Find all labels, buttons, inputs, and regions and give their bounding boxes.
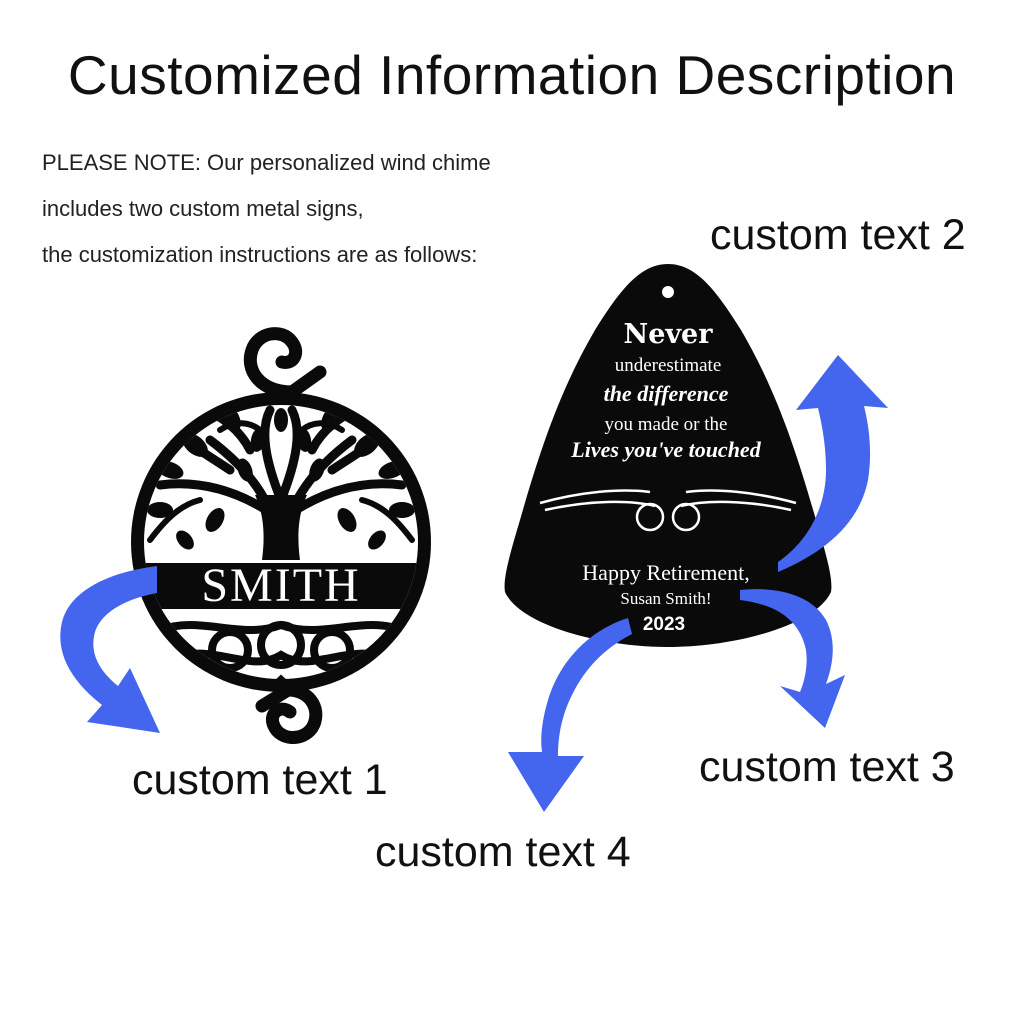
custom-text-3-label: custom text 3 bbox=[699, 743, 955, 791]
custom-text-1-label: custom text 1 bbox=[132, 756, 388, 804]
arrows bbox=[60, 355, 888, 812]
note-line-1: PLEASE NOTE: Our personalized wind chime bbox=[42, 150, 491, 175]
round-metal-sign: SMITH bbox=[131, 327, 431, 744]
note-line-2: includes two custom metal signs, bbox=[42, 196, 364, 221]
arrow-3 bbox=[740, 589, 845, 728]
custom-text-2-label: custom text 2 bbox=[710, 211, 966, 259]
top-hook bbox=[243, 327, 303, 399]
custom-text-4-label: custom text 4 bbox=[375, 828, 631, 876]
bell-line-2: underestimate bbox=[615, 355, 722, 376]
bell-line-4: you made or the bbox=[605, 414, 728, 435]
bell-line-8: 2023 bbox=[643, 614, 685, 635]
bell-metal-sign: Never underestimate the difference you m… bbox=[504, 264, 832, 647]
arrow-2 bbox=[778, 355, 888, 572]
sign-name-text: SMITH bbox=[201, 559, 360, 612]
flourish-ornament bbox=[539, 489, 797, 532]
bell-line-1: Never bbox=[624, 319, 714, 350]
page-title: Customized Information Description bbox=[67, 44, 957, 106]
note-block: PLEASE NOTE: Our personalized wind chime… bbox=[42, 140, 491, 278]
bell-line-7: Susan Smith! bbox=[620, 589, 711, 608]
note-line-3: the customization instructions are as fo… bbox=[42, 242, 478, 267]
bottom-hook bbox=[266, 683, 323, 744]
bell-line-6: Happy Retirement, bbox=[582, 560, 749, 585]
bell-line-5: Lives you've touched bbox=[570, 437, 761, 462]
arrow-4 bbox=[508, 618, 632, 812]
hanging-hole bbox=[662, 286, 674, 298]
bell-line-3: the difference bbox=[604, 381, 729, 406]
arrow-1 bbox=[60, 566, 160, 733]
